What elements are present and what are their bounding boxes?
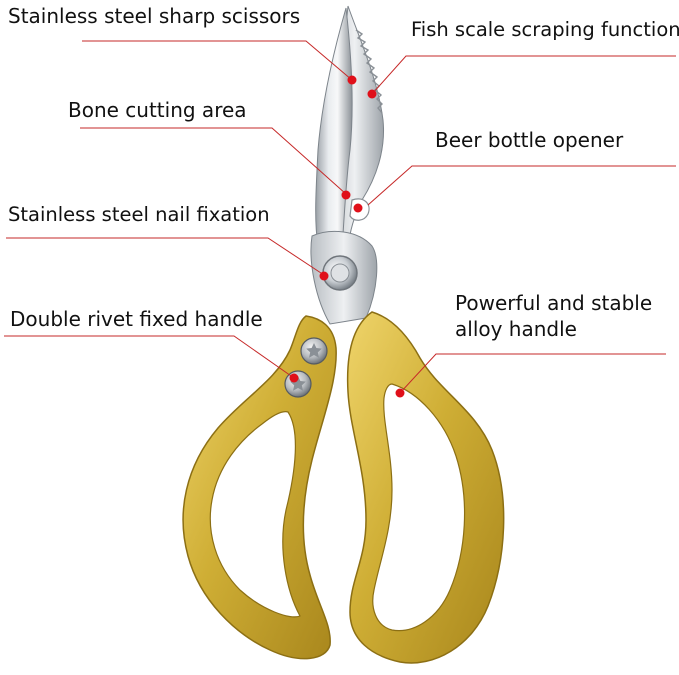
label-fish-scale-scraping: Fish scale scraping function <box>411 18 679 41</box>
leader-lines <box>4 40 676 394</box>
label-stainless-steel-sharp-scissors: Stainless steel sharp scissors <box>8 4 301 28</box>
label-beer-bottle-opener: Beer bottle opener <box>435 128 624 152</box>
leader-line-handle <box>399 353 666 394</box>
label-alloy-handle-line1: Powerful and stable <box>455 291 653 315</box>
leader-line-bone <box>80 127 347 195</box>
blades <box>310 5 385 325</box>
label-alloy-handle-line2: alloy handle <box>455 317 577 341</box>
left-handle-hole <box>209 411 301 618</box>
label-stainless-steel-nail-fixation: Stainless steel nail fixation <box>8 203 270 226</box>
dot-nail <box>319 271 329 281</box>
label-alloy-handle: Powerful and stable alloy handle <box>455 290 675 342</box>
dot-opener <box>353 203 363 213</box>
dot-scissors <box>347 75 357 85</box>
leader-line-nail <box>6 237 325 276</box>
leader-line-opener <box>367 165 676 206</box>
dot-fish-scale <box>367 89 377 99</box>
label-bone-cutting-area: Bone cutting area <box>68 98 247 122</box>
leader-line-fish-scale <box>371 55 676 95</box>
leader-line-scissors <box>82 40 353 81</box>
serrated-edge <box>355 29 383 114</box>
dot-rivet <box>289 373 299 383</box>
label-double-rivet-fixed-handle: Double rivet fixed handle <box>10 307 263 331</box>
dot-bone <box>341 190 351 200</box>
marker-dots <box>289 75 405 398</box>
right-handle-hole <box>372 383 466 632</box>
handles <box>182 311 505 664</box>
leader-line-rivet <box>4 335 295 379</box>
dot-handle <box>395 388 405 398</box>
